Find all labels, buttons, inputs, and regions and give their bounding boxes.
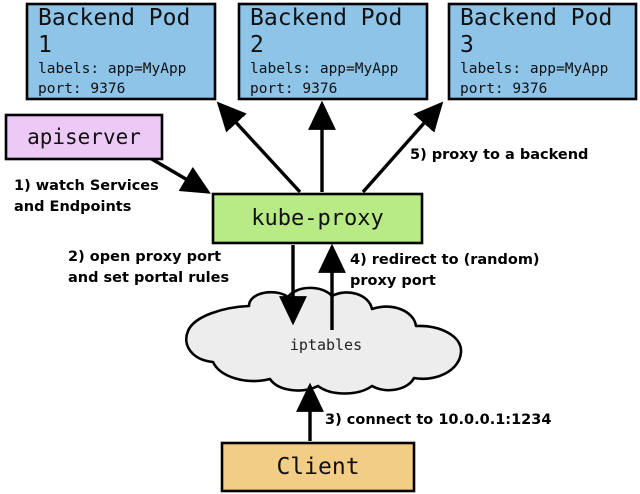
backend-pod-1-title: Backend Pod 1: [38, 4, 191, 58]
backend-pod-3-labels: labels: app=MyApp: [460, 60, 609, 77]
apiserver-box-shape: [4, 113, 164, 161]
backend-pod-2-labels: labels: app=MyApp: [250, 60, 399, 77]
kubeproxy-box[interactable]: kube-proxy: [212, 193, 423, 244]
step-3-label: 3) connect to 10.0.0.1:1234: [325, 412, 552, 428]
backend-pod-2-port: port: 9376: [250, 80, 338, 97]
iptables-label: iptables: [289, 336, 363, 354]
backend-pod-3-port: port: 9376: [460, 80, 548, 97]
backend-pod-3-title: Backend Pod 3: [460, 4, 613, 58]
step-1-label: 1) watch Services and Endpoints: [14, 178, 159, 215]
pod-boxes: [25, 2, 638, 101]
client-label: Client: [276, 453, 360, 480]
backend-pod-2-box[interactable]: Backend Pod 2 labels: app=MyApp port: 93…: [238, 3, 428, 100]
client-box-shape: [220, 441, 416, 493]
step-2-label: 2) open proxy port and set portal rules: [68, 249, 230, 286]
backend-pod-2-title: Backend Pod 2: [250, 4, 403, 58]
apiserver-label: apiserver: [27, 125, 141, 149]
kubeproxy-label: kube-proxy: [251, 205, 384, 231]
backend-pod-1-box[interactable]: Backend Pod 1 labels: app=MyApp port: 93…: [26, 3, 216, 100]
kubeproxy-box-shape: [211, 192, 424, 245]
arrow-apiserver-to-kubeproxy: [149, 156, 211, 194]
apiserver-box[interactable]: apiserver: [5, 114, 163, 160]
client-box[interactable]: Client: [221, 442, 415, 492]
arrow-kubeproxy-to-pod3: [361, 101, 444, 194]
backend-pod-1-labels: labels: app=MyApp: [38, 60, 187, 77]
step-4-label: 4) redirect to (random) proxy port: [350, 252, 540, 289]
backend-pod-3-box[interactable]: Backend Pod 3 labels: app=MyApp port: 93…: [448, 3, 637, 100]
backend-pod-1-port: port: 9376: [38, 80, 126, 97]
step-5-label: 5) proxy to a backend: [410, 147, 589, 163]
arrow-kubeproxy-to-pod1: [216, 101, 302, 194]
